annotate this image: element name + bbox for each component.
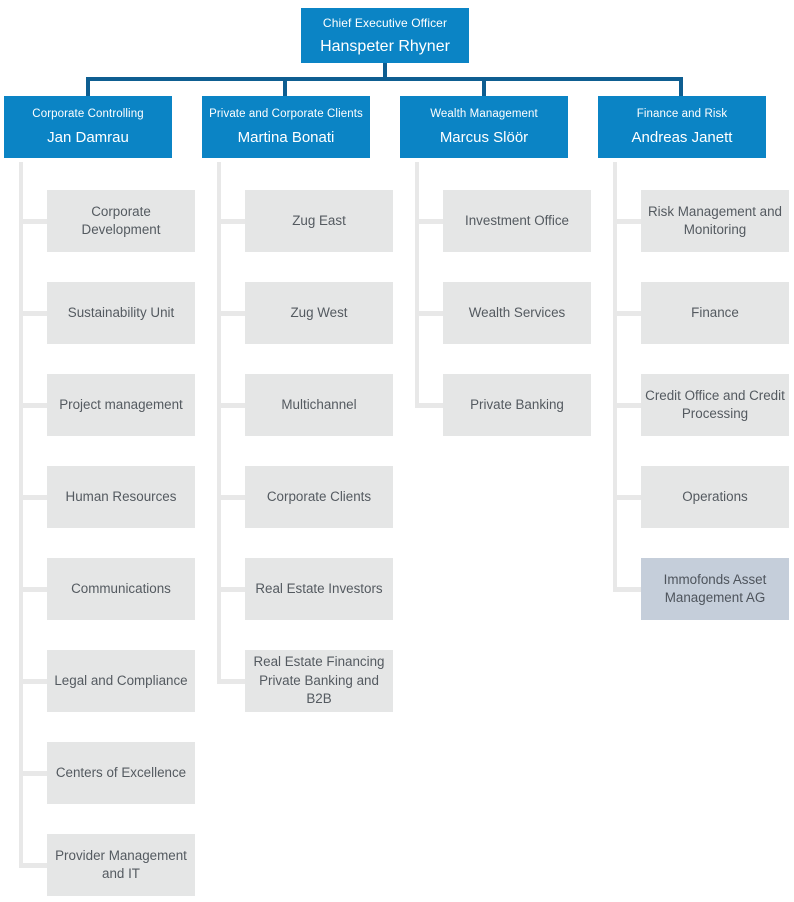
connector-drop-4 — [679, 77, 683, 96]
unit-box: Corporate Clients — [245, 466, 393, 528]
unit-box: Multichannel — [245, 374, 393, 436]
connector-col1-stub — [19, 311, 47, 316]
dept-finance-and-risk: Finance and Risk Andreas Janett — [598, 96, 766, 158]
connector-drop-1 — [86, 77, 90, 96]
connector-col3-vline — [415, 162, 419, 408]
connector-col4-stub — [613, 219, 641, 224]
connector-col2-stub — [217, 679, 245, 684]
connector-col3-stub — [415, 219, 443, 224]
unit-box: Finance — [641, 282, 789, 344]
dept-name: Jan Damrau — [47, 129, 129, 146]
unit-box: Private Banking — [443, 374, 591, 436]
dept-corporate-controlling: Corporate Controlling Jan Damrau — [4, 96, 172, 158]
dept-name: Marcus Slöör — [439, 129, 529, 146]
unit-box: Operations — [641, 466, 789, 528]
dept-role: Finance and Risk — [636, 108, 728, 120]
connector-col4-stub — [613, 311, 641, 316]
ceo-node: Chief Executive Officer Hanspeter Rhyner — [301, 8, 469, 63]
dept-role: Corporate Controlling — [32, 108, 144, 120]
connector-col1-stub — [19, 495, 47, 500]
connector-col2-stub — [217, 311, 245, 316]
unit-box: Centers of Excellence — [47, 742, 195, 804]
connector-col1-vline — [19, 162, 23, 868]
connector-col1-stub — [19, 219, 47, 224]
unit-box: Project management — [47, 374, 195, 436]
unit-box: Legal and Compliance — [47, 650, 195, 712]
unit-box: Risk Management and Monitoring — [641, 190, 789, 252]
connector-col2-stub — [217, 219, 245, 224]
ceo-role: Chief Executive Officer — [322, 15, 448, 30]
unit-box: Credit Office and Credit Processing — [641, 374, 789, 436]
unit-box: Provider Management and IT — [47, 834, 195, 896]
unit-box: Real Estate Investors — [245, 558, 393, 620]
dept-name: Andreas Janett — [631, 129, 733, 146]
dept-wealth-management: Wealth Management Marcus Slöör — [400, 96, 568, 158]
connector-col4-vline — [613, 162, 617, 592]
dept-name: Martina Bonati — [237, 129, 335, 146]
dept-role: Wealth Management — [430, 108, 538, 120]
connector-col1-stub — [19, 863, 47, 868]
connector-col1-stub — [19, 679, 47, 684]
connector-col1-stub — [19, 587, 47, 592]
unit-box-immofonds-highlight: Immofonds Asset Management AG — [641, 558, 789, 620]
dept-role: Private and Corporate Clients — [209, 108, 363, 120]
connector-drop-2 — [283, 77, 287, 96]
connector-col2-stub — [217, 495, 245, 500]
unit-box: Zug West — [245, 282, 393, 344]
unit-box: Sustainability Unit — [47, 282, 195, 344]
connector-col2-stub — [217, 403, 245, 408]
connector-col2-stub — [217, 587, 245, 592]
unit-box: Human Resources — [47, 466, 195, 528]
dept-private-and-corporate-clients: Private and Corporate Clients Martina Bo… — [202, 96, 370, 158]
connector-col1-stub — [19, 771, 47, 776]
connector-col4-stub — [613, 587, 641, 592]
connector-col3-stub — [415, 311, 443, 316]
connector-horizontal-bar — [86, 77, 683, 81]
ceo-name: Hanspeter Rhyner — [320, 37, 450, 55]
connector-col4-stub — [613, 403, 641, 408]
unit-box: Investment Office — [443, 190, 591, 252]
connector-col2-vline — [217, 162, 221, 684]
unit-box: Real Estate Financing Private Banking an… — [245, 650, 393, 712]
connector-drop-3 — [482, 77, 486, 96]
connector-col3-stub — [415, 403, 443, 408]
unit-box: Zug East — [245, 190, 393, 252]
connector-col1-stub — [19, 403, 47, 408]
unit-box: Wealth Services — [443, 282, 591, 344]
unit-box: Communications — [47, 558, 195, 620]
unit-box: Corporate Development — [47, 190, 195, 252]
connector-col4-stub — [613, 495, 641, 500]
connector-ceo-stem — [383, 62, 387, 81]
